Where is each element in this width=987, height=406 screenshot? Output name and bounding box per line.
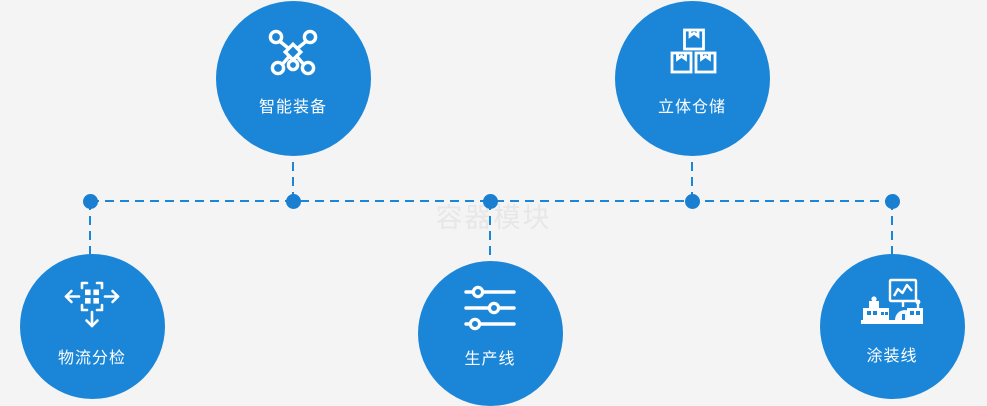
node-label-intelligent-equipment: 智能装备 (258, 98, 327, 116)
node-label-stereoscopic-warehouse: 立体仓储 (657, 98, 726, 116)
node-label-production-line: 生产线 (464, 350, 516, 368)
bus-dot-stereoscopic-warehouse[interactable] (684, 193, 700, 209)
node-stereoscopic-warehouse[interactable]: 立体仓储 (614, 0, 770, 156)
factory-machine-icon (859, 278, 925, 328)
bus-dot-intelligent-equipment[interactable] (285, 193, 301, 209)
network-nodes-icon (265, 27, 321, 77)
node-production-line[interactable]: 生产线 (417, 260, 563, 406)
node-label-painting-line: 涂装线 (866, 347, 918, 365)
node-painting-line[interactable]: 涂装线 (819, 253, 965, 399)
stacked-boxes-icon (665, 27, 719, 77)
bus-dot-painting-line[interactable] (884, 193, 900, 209)
bus-dot-production-line[interactable] (482, 193, 498, 209)
bus-dot-logistics-sorting[interactable] (82, 193, 98, 209)
sorting-arrows-icon (63, 278, 121, 330)
sliders-icon (462, 285, 518, 331)
node-intelligent-equipment[interactable]: 智能装备 (215, 0, 371, 156)
node-label-logistics-sorting: 物流分检 (57, 349, 126, 367)
node-logistics-sorting[interactable]: 物流分检 (19, 253, 165, 399)
